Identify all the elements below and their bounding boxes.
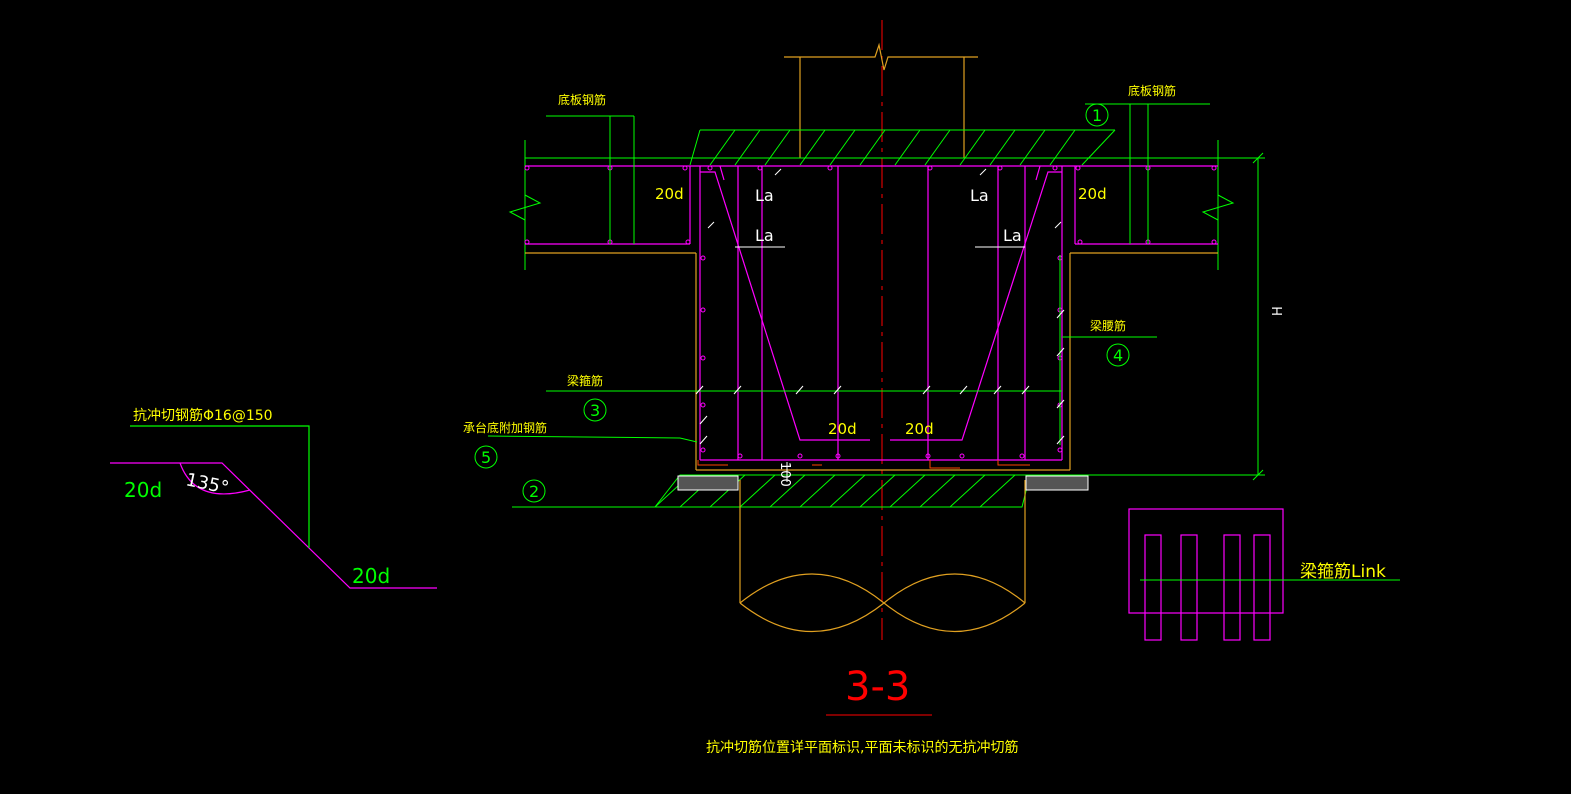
cap-bottom-extra-label: 承台底附加钢筋 xyxy=(463,420,547,435)
bend-label-top-right: 20d xyxy=(1078,185,1107,203)
marker-5 xyxy=(474,445,498,469)
height-label: H xyxy=(1271,306,1286,316)
anchor-label-3: La xyxy=(970,186,989,205)
bend-label-top-left: 20d xyxy=(655,185,684,203)
slab-rebars xyxy=(525,165,1218,245)
column-outline xyxy=(784,42,978,158)
marker-circles xyxy=(474,103,1130,503)
stirrup-ticks xyxy=(695,309,1065,445)
top-right-rebar-label: 底板钢筋 xyxy=(1128,83,1176,98)
marker-3 xyxy=(583,398,607,422)
drawing-note: 抗冲切筋位置详平面标识,平面未标识的无抗冲切筋 xyxy=(706,739,1018,756)
leader-lines xyxy=(487,103,1210,443)
blinding-hatch xyxy=(512,474,1090,508)
link-label: 梁箍筋Link xyxy=(1300,562,1386,582)
anchor-label-4: La xyxy=(1003,226,1022,245)
slab-bottom-line xyxy=(525,252,1218,470)
stirrup-label: 梁箍筋 xyxy=(567,373,603,388)
cover-label: 100 xyxy=(777,462,792,487)
marker-1 xyxy=(1085,103,1109,127)
pile xyxy=(739,480,1026,633)
detail-bend-bottom: 20d xyxy=(352,564,390,588)
hook-angle-label: 135° xyxy=(184,469,231,499)
top-left-rebar-label: 底板钢筋 xyxy=(558,92,606,107)
anchor-lines xyxy=(707,168,1062,248)
cap-bottom-small-bars xyxy=(697,460,1030,469)
stirrup-lines xyxy=(546,255,1157,445)
marker-1-label: 1 xyxy=(1092,106,1102,125)
blinding-pads xyxy=(677,475,1089,491)
detail-bend-left: 20d xyxy=(124,478,162,502)
shear-rebar-detail xyxy=(110,425,437,589)
marker-2-label: 2 xyxy=(529,482,539,501)
bend-label-bottom-right: 20d xyxy=(905,420,934,438)
anchor-label-2: La xyxy=(755,226,774,245)
marker-2 xyxy=(522,479,546,503)
shear-rebar-label: 抗冲切钢筋Φ16@150 xyxy=(133,407,273,424)
cap-top-hatch xyxy=(709,129,1076,166)
bend-label-bottom-left: 20d xyxy=(828,420,857,438)
marker-4 xyxy=(1106,343,1130,367)
anchor-label-1: La xyxy=(755,186,774,205)
marker-3-label: 3 xyxy=(590,401,600,420)
rebar-dots xyxy=(524,165,1217,459)
marker-5-label: 5 xyxy=(481,448,491,467)
section-title: 3-3 xyxy=(845,664,910,710)
waist-rebar-label: 梁腰筋 xyxy=(1090,318,1126,333)
slab-lines xyxy=(508,129,1265,270)
link-detail xyxy=(1128,508,1284,641)
marker-4-label: 4 xyxy=(1113,346,1123,365)
height-dimension xyxy=(1090,152,1265,481)
cap-rebars xyxy=(699,165,1063,461)
